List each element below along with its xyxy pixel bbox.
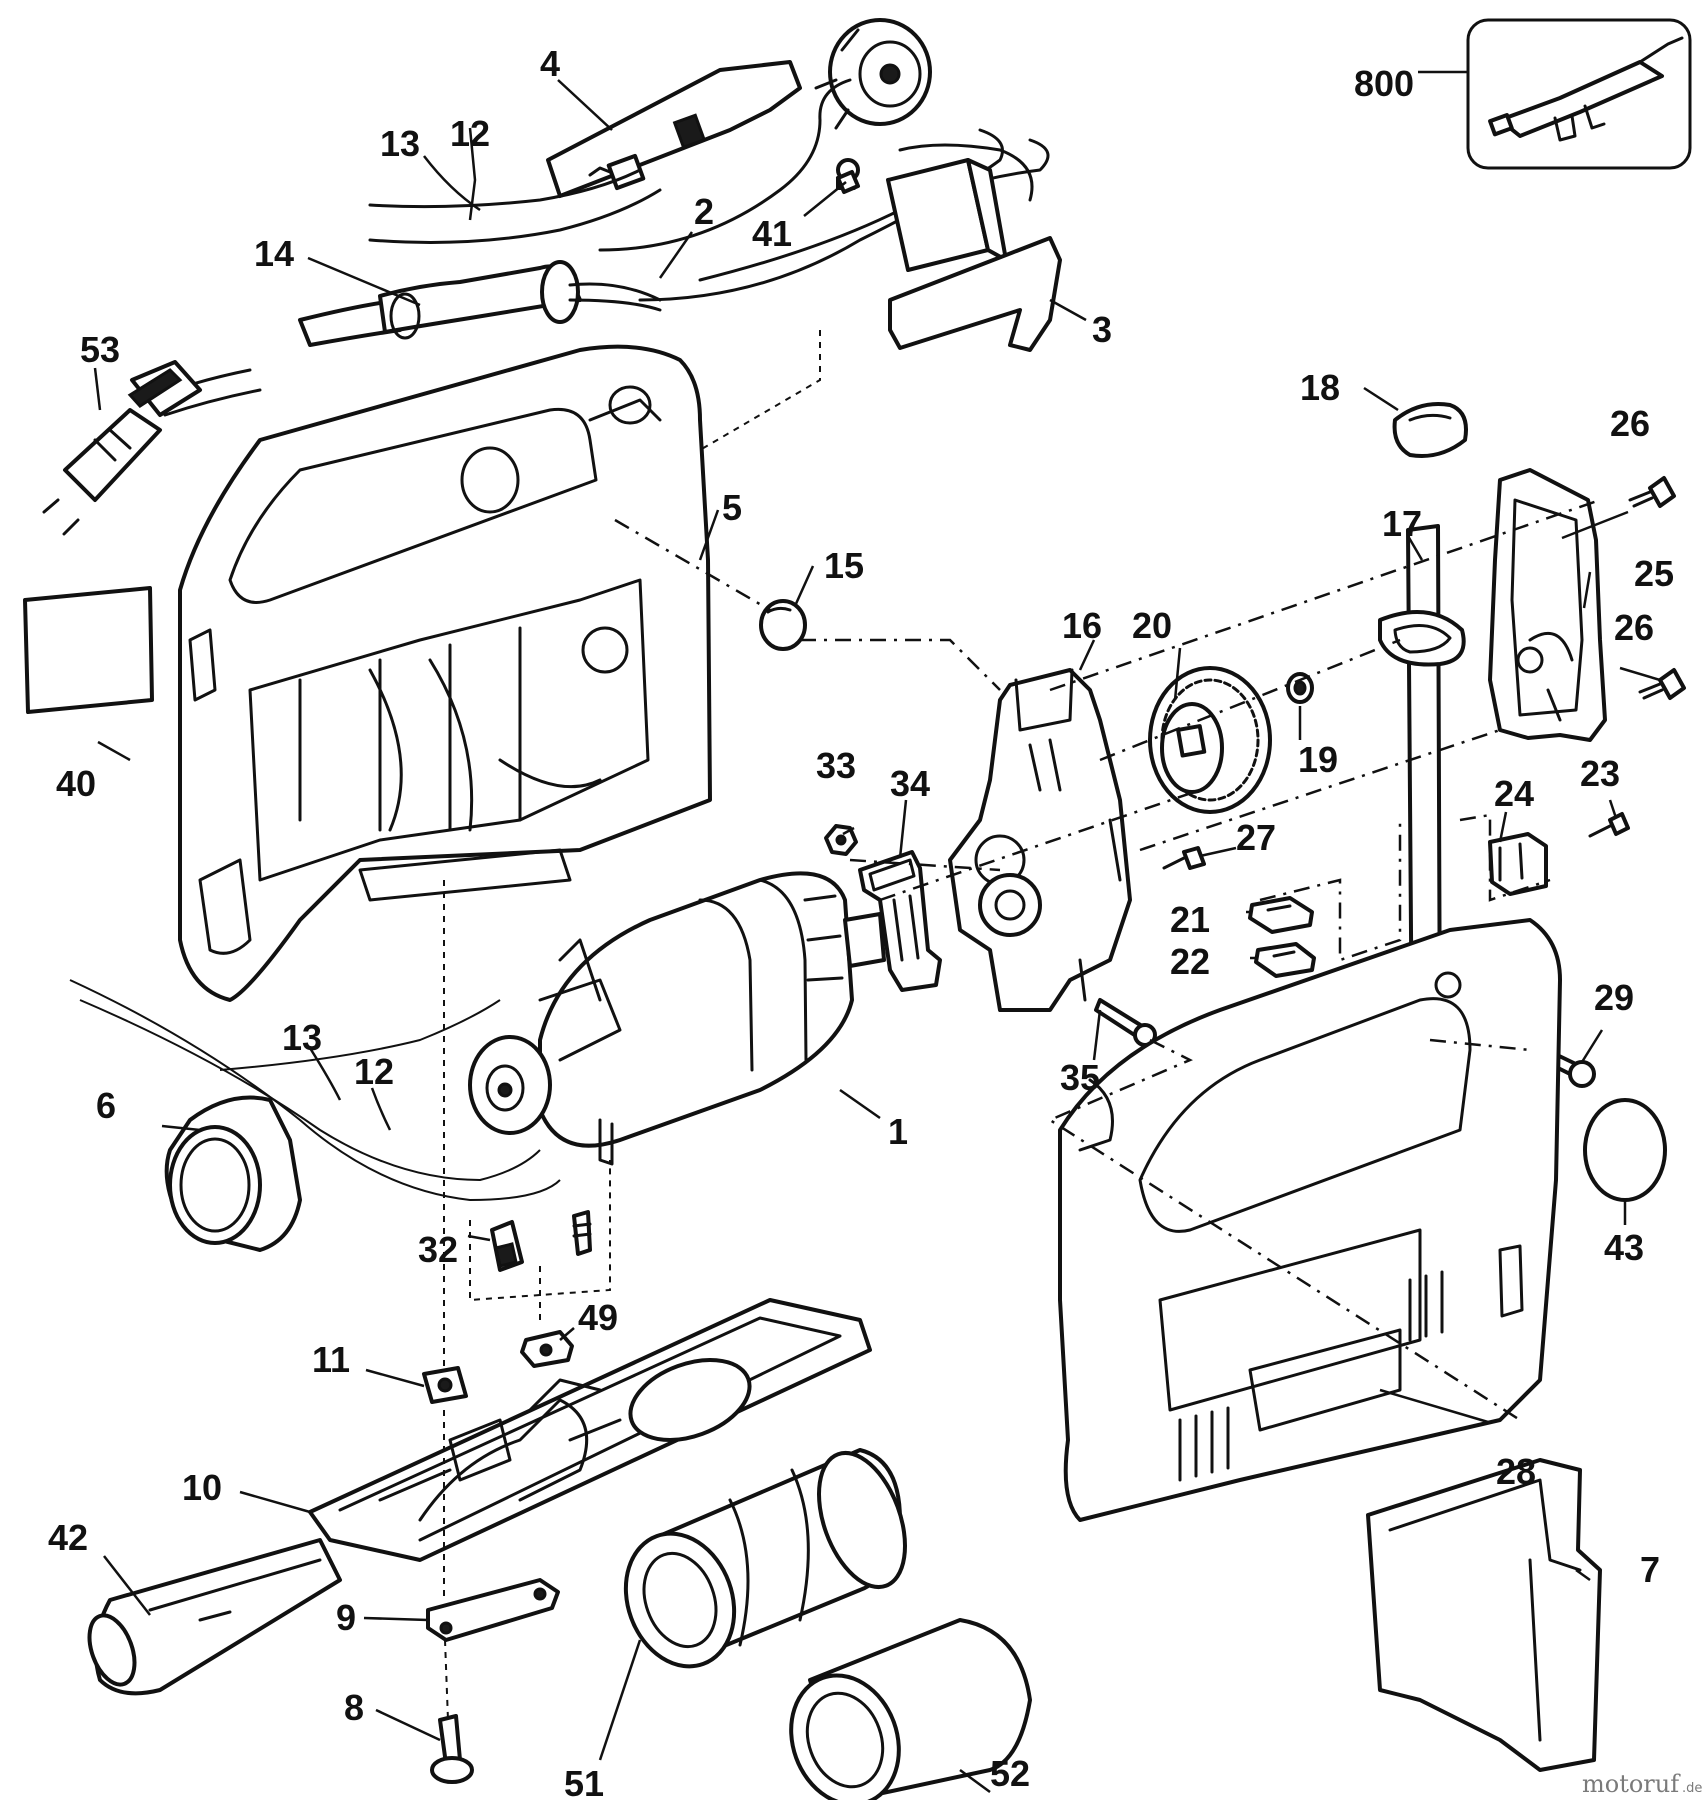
callout-25: 25 [1634, 553, 1674, 594]
part-52-battery-tube [789, 1618, 1032, 1800]
callout-34: 34 [890, 763, 930, 804]
part-21-clamp-upper [1248, 896, 1314, 934]
callout-35: 35 [1060, 1057, 1100, 1098]
callout-26-upper: 26 [1610, 403, 1650, 444]
part-23-screw [1588, 812, 1630, 838]
callout-6: 6 [96, 1085, 116, 1126]
callout-14: 14 [254, 233, 294, 274]
part-41-screw [836, 170, 860, 194]
callout-52: 52 [990, 1753, 1030, 1794]
callout-29: 29 [1594, 977, 1634, 1018]
part-42-dust-nozzle [87, 1538, 342, 1696]
callout-13-lower: 13 [282, 1017, 322, 1058]
part-4-circuit-board [546, 60, 802, 198]
callout-23: 23 [1580, 753, 1620, 794]
part-1-motor [468, 871, 886, 1166]
callout-13: 13 [380, 123, 420, 164]
part-20-drive-gear [1148, 666, 1272, 814]
callout-53: 53 [80, 329, 120, 370]
callout-20: 20 [1132, 605, 1172, 646]
callout-8: 8 [344, 1687, 364, 1728]
part-6-end-cap [164, 1095, 302, 1252]
part-51-battery-cells [623, 1448, 907, 1669]
callout-18: 18 [1300, 367, 1340, 408]
part-24-guide-block [1488, 832, 1548, 896]
callout-labels: 800 4 13 12 2 41 14 3 53 18 26 5 15 17 2… [48, 43, 1674, 1800]
callout-28: 28 [1496, 1451, 1536, 1492]
part-40-label-plate [23, 586, 154, 714]
assembly-lines [443, 330, 1601, 1721]
callout-10: 10 [182, 1467, 222, 1508]
callout-800: 800 [1354, 63, 1414, 104]
part-33-nut [824, 824, 858, 856]
part-17-plunger [1378, 524, 1466, 1068]
callout-19: 19 [1298, 739, 1338, 780]
part-11-nut-plate [422, 1366, 468, 1404]
callout-33: 33 [816, 745, 856, 786]
callout-49: 49 [578, 1297, 618, 1338]
callout-41: 41 [752, 213, 792, 254]
callout-51: 51 [564, 1763, 604, 1800]
speed-dial-knob [814, 18, 932, 130]
part-15-bumper [759, 599, 807, 651]
watermark-suffix: .de [1682, 1781, 1702, 1796]
part-32-brush-holder [490, 1210, 592, 1272]
callout-4: 4 [540, 43, 560, 84]
part-25-gear-cover [1488, 468, 1607, 742]
callout-43: 43 [1604, 1227, 1644, 1268]
callout-26-lower: 26 [1614, 607, 1654, 648]
part-3-trigger-switch [836, 143, 1062, 352]
callout-11: 11 [312, 1339, 350, 1380]
callout-22: 22 [1170, 941, 1210, 982]
callout-21: 21 [1170, 899, 1210, 940]
callout-9: 9 [336, 1597, 356, 1638]
part-28-right-housing [1058, 918, 1562, 1522]
callout-15: 15 [824, 545, 864, 586]
part-9-spring-plate [426, 1578, 560, 1642]
watermark-brand: motoruf [1582, 1770, 1681, 1798]
part-7-battery-cover [1366, 1458, 1602, 1772]
part-5-left-housing [178, 344, 712, 1002]
part-35-screw [1094, 998, 1157, 1047]
callout-3: 3 [1092, 309, 1112, 350]
callout-32: 32 [418, 1229, 458, 1270]
part-14-power-cord [298, 260, 662, 347]
callout-16: 16 [1062, 605, 1102, 646]
part-16-gearbox [948, 668, 1132, 1012]
watermark: motoruf .de [1582, 1770, 1702, 1798]
part-22-clamp-lower [1254, 942, 1316, 978]
callout-12-lower: 12 [354, 1051, 394, 1092]
callout-42: 42 [48, 1517, 88, 1558]
callout-24: 24 [1494, 773, 1534, 814]
part-53-plug [42, 360, 262, 536]
leader-lines [93, 70, 1661, 1794]
callout-2: 2 [694, 191, 714, 232]
callout-7: 7 [1640, 1549, 1660, 1590]
wires-lower [69, 979, 561, 1202]
callout-12: 12 [450, 113, 490, 154]
part-26-screw-lower [1638, 668, 1686, 700]
callout-5: 5 [722, 487, 742, 528]
part-43-disc [1583, 1098, 1667, 1202]
callout-1: 1 [888, 1111, 908, 1152]
callout-40: 40 [56, 763, 96, 804]
part-10-base-shoe [308, 1298, 872, 1562]
part-19-washer [1286, 672, 1314, 704]
callout-17: 17 [1382, 503, 1422, 544]
part-800-inset [1466, 18, 1692, 170]
part-8-screw [430, 1714, 474, 1784]
callout-27: 27 [1236, 817, 1276, 858]
part-49-clip [520, 1330, 574, 1368]
part-27-screw [1162, 846, 1206, 870]
part-26-screw-upper [1628, 476, 1676, 508]
part-18-knob [1392, 402, 1468, 458]
